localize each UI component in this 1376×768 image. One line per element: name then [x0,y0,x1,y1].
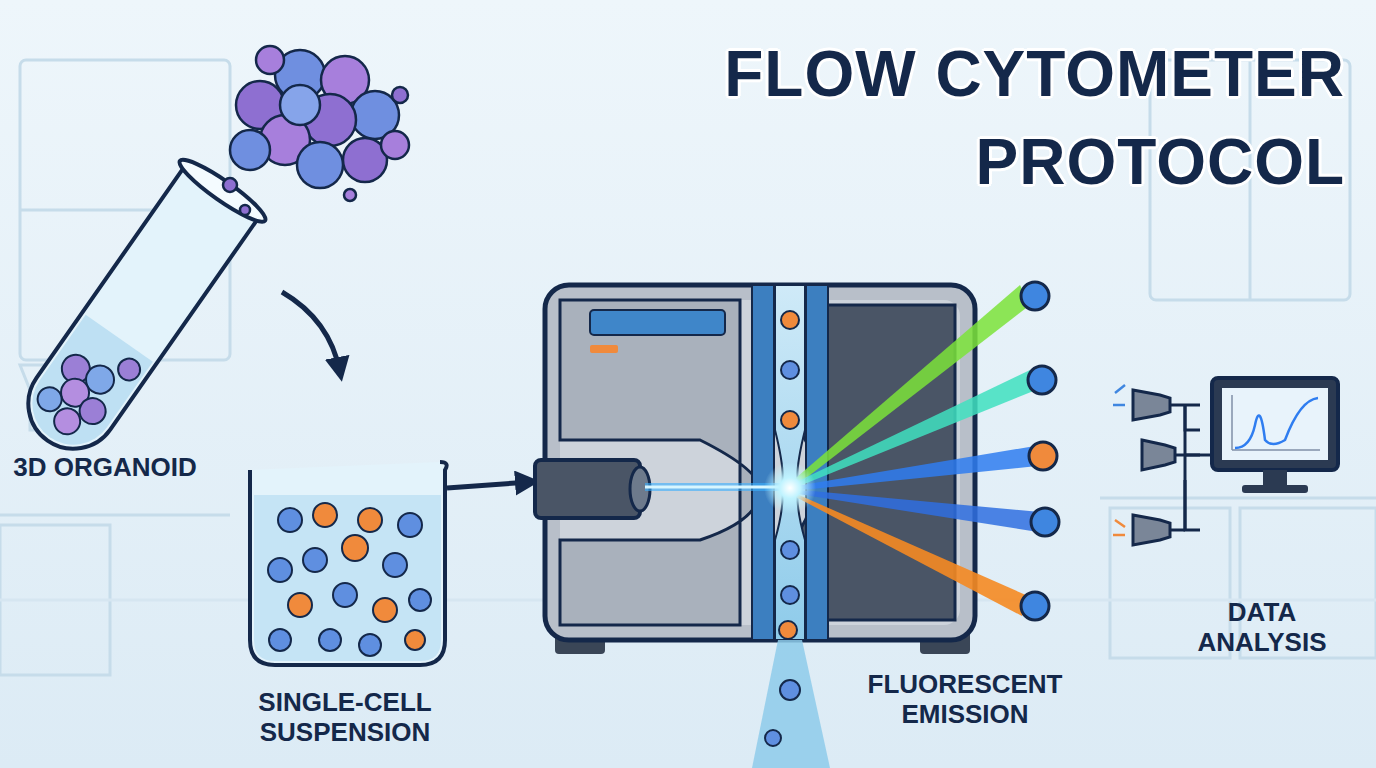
emission-beams [764,285,1040,616]
test-tube [5,153,271,471]
step-label: 3D ORGANOID [10,453,200,483]
flow-arrow [282,292,340,372]
computer-monitor [1212,378,1338,493]
flow-arrow [447,482,530,488]
emitted-particles [1021,282,1059,620]
organoid-cluster [223,46,409,215]
detectors [1113,385,1212,545]
fluid-stream [752,640,830,768]
step-label: DATA ANALYSIS [1167,598,1357,658]
page-title: FLOW CYTOMETER PROTOCOL [630,30,1345,207]
stream-cells [765,311,800,746]
step-label: SINGLE-CELL SUSPENSION [220,688,470,748]
beaker [250,462,447,665]
step-label: FLUORESCENT EMISSION [845,670,1085,730]
